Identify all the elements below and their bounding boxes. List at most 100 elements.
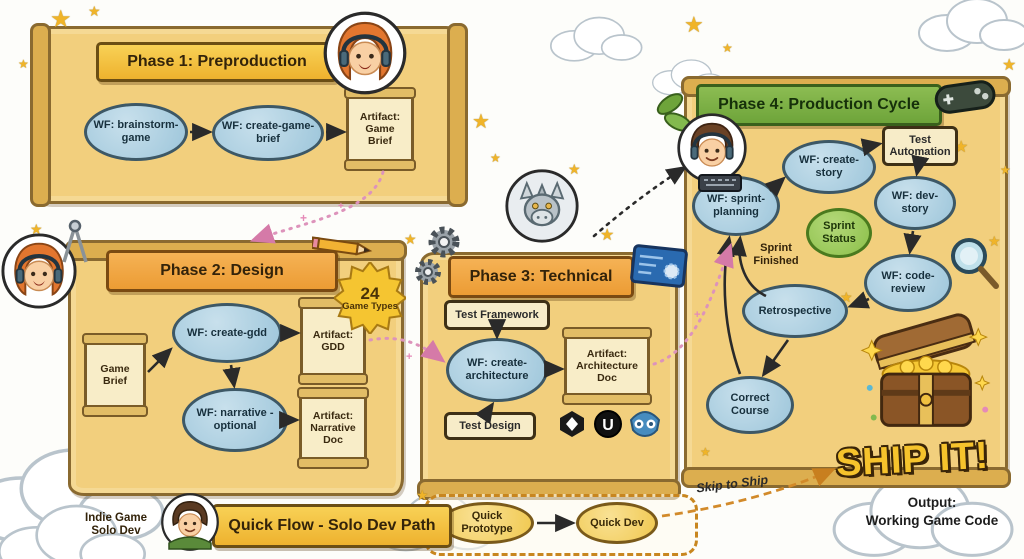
phase3-banner: Phase 3: Technical (448, 256, 634, 298)
phase4-title: Phase 4: Production Cycle (718, 96, 920, 113)
game-types-badge-text: 24 Game Types (334, 262, 406, 334)
correct-course-node: Correct Course (706, 376, 794, 434)
test-automation-label: Test Automation (889, 133, 951, 158)
star-decoration: ★ (568, 161, 581, 177)
artifact-gdd-label: Artifact: GDD (312, 328, 354, 353)
sprint-status-label: Sprint Status (822, 220, 856, 245)
wf-create-gdd-node: WF: create-gdd (172, 303, 282, 363)
game-types-count: 24 (360, 283, 380, 303)
solo-dev-caption-text: Indie Game Solo Dev (85, 512, 147, 538)
quick-prototype-node: Quick Prototype (440, 502, 534, 544)
retrospective-label: Retrospective (758, 304, 832, 317)
cloud-decoration (918, 0, 1024, 52)
starburst-icon (332, 260, 408, 336)
wf-narrative-node: WF: narrative - optional (182, 388, 288, 452)
wf-create-game-brief-label: WF: create-game-brief (221, 120, 315, 145)
phase2-avatar (1, 233, 77, 309)
star-decoration: ★ (684, 12, 704, 37)
solo-dev-caption: Indie Game Solo Dev (72, 512, 160, 538)
game-brief-input-node: Game Brief (82, 333, 148, 417)
star-decoration: ★ (404, 231, 417, 247)
unreal-letter: U (602, 417, 614, 434)
test-framework-label: Test Framework (455, 308, 539, 321)
sprint-status-node: Sprint Status (806, 208, 872, 258)
star-decoration: ★ (472, 111, 490, 133)
ship-it-text: SHIP IT! (834, 434, 990, 485)
quick-flow-banner: Quick Flow - Solo Dev Path (212, 504, 452, 548)
phase1-avatar (323, 11, 407, 95)
magnifier-icon (951, 238, 999, 289)
sprint-finished-label: Sprint Finished (744, 242, 808, 267)
artifact-narrative-doc-label: Artifact: Narrative Doc (310, 409, 356, 447)
solo-dev-avatar (161, 493, 219, 551)
game-brief-input-label: Game Brief (100, 362, 130, 387)
wf-create-game-brief-node: WF: create-game-brief (212, 105, 324, 161)
wf-brainstorm-game-node: WF: brainstorm-game (84, 103, 188, 161)
star-decoration: ★ (50, 6, 72, 33)
leaves-icon (656, 93, 693, 132)
game-controller-icon (934, 80, 996, 114)
keyboard-icon (698, 174, 742, 192)
star-decoration: ★ (490, 151, 501, 165)
phase2-title: Phase 2: Design (160, 262, 284, 279)
phase3-avatar-dragon (505, 169, 579, 243)
wf-sprint-planning-label: WF: sprint-planning (706, 193, 766, 218)
sparkle-decoration: + (338, 201, 344, 212)
star-decoration: ★ (700, 445, 711, 459)
artifact-architecture-doc-label: Artifact: Architecture Doc (576, 347, 638, 385)
output-line2: Working Game Code (865, 512, 999, 528)
phase3-title: Phase 3: Technical (469, 268, 613, 285)
wf-create-story-label: WF: create-story (799, 154, 859, 179)
cloud-decoration (550, 16, 643, 62)
quick-dev-node: Quick Dev (576, 502, 658, 544)
wf-narrative-label: WF: narrative - optional (196, 407, 274, 432)
sparkle-decoration: + (406, 351, 413, 363)
wf-create-architecture-node: WF: create-architecture (446, 338, 548, 402)
quick-dev-label: Quick Dev (590, 516, 644, 529)
artifact-narrative-doc-node: Artifact: Narrative Doc (297, 387, 369, 469)
phase4-avatar (677, 113, 747, 183)
treasure-chest-icon (860, 313, 991, 427)
sparkle-decoration: + (694, 309, 701, 321)
compass-icon (62, 219, 88, 263)
star-decoration: ★ (416, 487, 429, 503)
star-decoration: ★ (600, 227, 615, 244)
star-decoration: ★ (88, 3, 101, 19)
scroll-roll-left (30, 23, 51, 207)
output-line1: Output: (907, 495, 957, 510)
quick-flow-title: Quick Flow - Solo Dev Path (228, 517, 436, 534)
wf-create-gdd-label: WF: create-gdd (186, 326, 268, 339)
star-decoration: ★ (18, 57, 29, 71)
star-decoration: ★ (722, 41, 733, 55)
cloud-decoration (832, 472, 1014, 557)
retrospective-node: Retrospective (742, 284, 848, 338)
star-decoration: ★ (30, 221, 43, 237)
test-framework-node: Test Framework (444, 300, 550, 330)
blueprint-icon (630, 244, 688, 288)
pencil-icon (312, 236, 373, 256)
artifact-architecture-doc-node: Artifact: Architecture Doc (562, 327, 652, 405)
unity-engine-icon (560, 411, 584, 437)
phase2-banner: Phase 2: Design (106, 250, 338, 292)
quick-prototype-label: Quick Prototype (461, 510, 513, 535)
unreal-engine-icon: U (594, 410, 622, 438)
sprint-finished-text: Sprint Finished (753, 242, 799, 267)
phase4-banner: Phase 4: Production Cycle (696, 84, 942, 126)
artifact-gdd-node: Artifact: GDD (298, 297, 368, 385)
star-decoration: ★ (988, 233, 1001, 249)
test-automation-node: Test Automation (882, 126, 958, 166)
wf-create-story-node: WF: create-story (782, 140, 876, 194)
phase1-banner: Phase 1: Preproduction (96, 42, 338, 82)
output-caption: Output: Working Game Code (842, 494, 1022, 529)
correct-course-label: Correct Course (730, 392, 770, 417)
game-types-badge: 24 Game Types (332, 260, 408, 336)
game-types-label: Game Types (342, 300, 398, 312)
godot-engine-icon (629, 410, 661, 438)
wf-dev-story-node: WF: dev-story (874, 176, 956, 230)
scroll-roll-right (447, 23, 468, 207)
artifact-game-brief-node: Artifact: Game Brief (344, 87, 416, 171)
wf-code-review-label: WF: code-review (881, 270, 935, 295)
test-design-node: Test Design (444, 412, 536, 440)
wf-create-architecture-label: WF: create-architecture (465, 357, 529, 382)
